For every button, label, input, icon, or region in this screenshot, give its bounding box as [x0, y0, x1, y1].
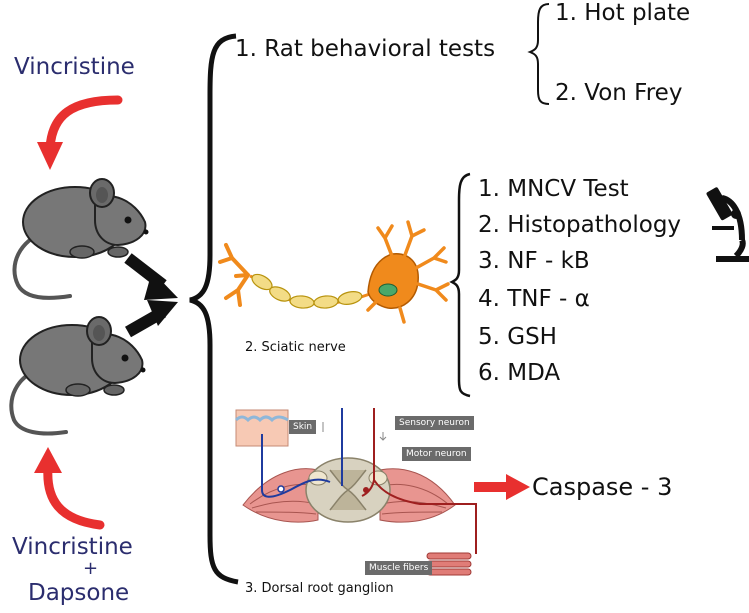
rat-tests-title: 1. Rat behavioral tests — [235, 36, 496, 62]
assay-mncv: 1. MNCV Test — [478, 176, 629, 202]
sciatic-nerve-label: 2. Sciatic nerve — [245, 340, 346, 355]
assay-histopathology: 2. Histopathology — [478, 212, 682, 238]
drug-vincristine-label: Vincristine — [14, 54, 135, 80]
microscope-icon — [706, 187, 749, 262]
brace-sciatic — [449, 172, 471, 398]
drg-label: 3. Dorsal root ganglion — [245, 581, 394, 596]
spinal-cord-illustration — [234, 408, 477, 576]
arrow-black-lower — [125, 300, 178, 338]
test-von-frey: 2. Von Frey — [555, 80, 683, 106]
drug-combo-plus: + — [83, 558, 99, 579]
marker-caspase-3: Caspase - 3 — [532, 473, 673, 501]
arrow-curved-top — [37, 95, 123, 170]
tag-sensory-neuron: Sensory neuron — [395, 416, 474, 430]
test-hot-plate: 1. Hot plate — [555, 0, 691, 26]
brace-main — [189, 33, 239, 585]
rat-top-icon — [12, 178, 149, 300]
tag-skin: Skin — [289, 420, 317, 434]
arrow-curved-bottom — [34, 447, 105, 530]
drug-combo-line3: Dapsone — [28, 580, 130, 606]
assay-gsh: 5. GSH — [478, 324, 557, 350]
arrow-caspase — [474, 474, 530, 500]
assay-nf-kb: 3. NF - kB — [478, 248, 590, 274]
brace-tests — [527, 3, 550, 105]
arrow-black-upper — [124, 253, 178, 300]
tag-motor-neuron: Motor neuron — [402, 447, 471, 461]
tag-muscle-fibers: Muscle fibers — [365, 561, 433, 575]
neuron-icon — [218, 220, 450, 324]
drug-combo-line1: Vincristine — [12, 534, 133, 560]
rat-bottom-icon — [9, 316, 146, 436]
assay-tnf-alpha: 4. TNF - α — [478, 286, 590, 312]
assay-mda: 6. MDA — [478, 360, 561, 386]
